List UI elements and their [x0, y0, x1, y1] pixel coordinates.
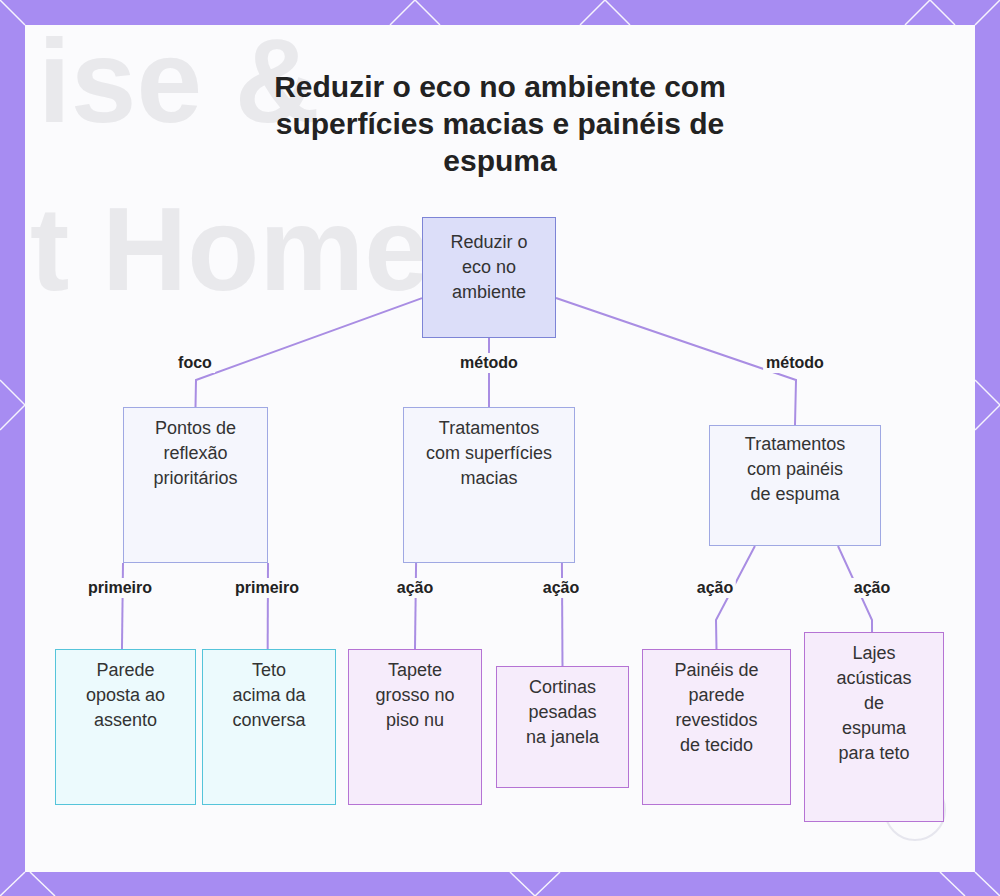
process-box: Lajes acústicas de espuma para teto: [804, 632, 944, 822]
node-text: Reduzir o eco no ambiente: [441, 230, 537, 305]
process-box: Parede oposta ao assento: [55, 649, 196, 805]
connector: [556, 298, 796, 425]
node-text: Teto acima da conversa: [228, 658, 310, 733]
process-box: Pontos de reflexão prioritários: [123, 407, 268, 563]
edge-label: ação: [694, 578, 736, 598]
edge-label: método: [763, 353, 827, 373]
edge-label: primeiro: [232, 578, 302, 598]
node-text: Pontos de reflexão prioritários: [136, 416, 255, 491]
node-text: Parede oposta ao assento: [76, 658, 175, 733]
node-text: Tapete grosso no piso nu: [364, 658, 466, 733]
edge-label: foco: [175, 353, 215, 373]
edge-label: ação: [540, 578, 582, 598]
node-text: Cortinas pesadas na janela: [519, 675, 606, 750]
connector: [122, 563, 123, 649]
process-box: Tapete grosso no piso nu: [348, 649, 482, 805]
process-box: Cortinas pesadas na janela: [496, 666, 629, 788]
node-text: Lajes acústicas de espuma para teto: [833, 641, 915, 766]
process-box: Tratamentos com painéis de espuma: [709, 425, 881, 546]
process-box: Painéis de parede revestidos de tecido: [642, 649, 791, 805]
process-box: Tratamentos com superfícies macias: [403, 407, 575, 563]
connector: [267, 563, 269, 649]
edge-label: método: [457, 353, 521, 373]
process-box: Reduzir o eco no ambiente: [422, 217, 556, 338]
node-text: Painéis de parede revestidos de tecido: [673, 658, 760, 758]
diagram-title: Reduzir o eco no ambiente com superfície…: [225, 68, 775, 179]
connector: [196, 298, 423, 407]
node-text: Tratamentos com painéis de espuma: [738, 432, 852, 507]
connector: [415, 563, 416, 649]
watermark-text: t Home: [30, 190, 430, 308]
edge-label: primeiro: [85, 578, 155, 598]
node-text: Tratamentos com superfícies macias: [424, 416, 554, 491]
edge-label: ação: [851, 578, 893, 598]
process-box: Teto acima da conversa: [202, 649, 336, 805]
edge-label: ação: [394, 578, 436, 598]
